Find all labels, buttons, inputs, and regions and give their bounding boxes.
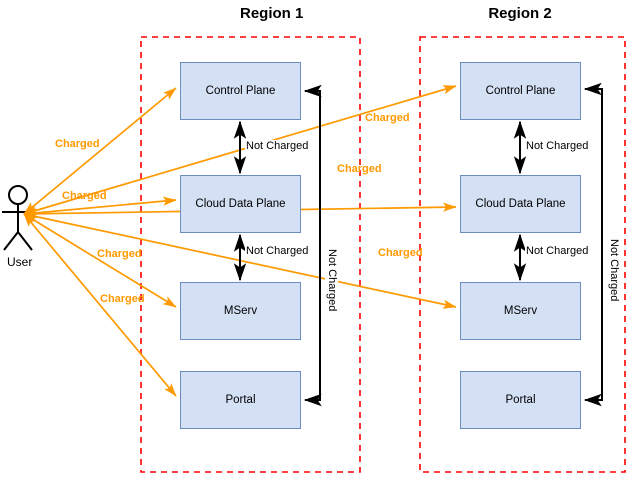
edge-r2-portal-control-plane [583,82,603,407]
node-label: Cloud Data Plane [475,198,566,210]
edge-label-charged-user-r1-control-plane: Charged [55,138,100,150]
node-label: MServ [223,305,258,317]
node-r2-control-plane[interactable]: Control Plane [460,62,581,120]
node-label: Portal [225,394,256,406]
region-title-1: Region 1 [240,5,304,22]
user-actor-label: User [7,255,33,269]
edge-label-charged-user-r2-cloud-data-plane: Charged [337,163,382,175]
node-r1-mserv[interactable]: MServ [180,282,301,340]
node-r2-mserv[interactable]: MServ [460,282,581,340]
not-charged-edges-group [233,82,603,407]
edge-label-not-charged-r2-cloud-data-plane-mserv: Not Charged [525,245,590,258]
node-r2-portal[interactable]: Portal [460,371,581,429]
node-label: Control Plane [205,85,276,97]
node-label: Cloud Data Plane [195,198,286,210]
edge-r1-portal-control-plane [303,84,322,407]
node-label: Portal [505,394,536,406]
edge-label-charged-user-r2-mserv: Charged [378,247,423,259]
node-r1-control-plane[interactable]: Control Plane [180,62,301,120]
edge-label-charged-user-r2-control-plane: Charged [365,112,410,124]
edge-label-not-charged-r1-control-plane-cloud-data-plane: Not Charged [245,140,310,153]
node-label: MServ [503,305,538,317]
edge-label-charged-user-r1-mserv: Charged [97,248,142,260]
node-label: Control Plane [485,85,556,97]
edge-label-charged-user-r1-portal: Charged [100,293,145,305]
region-title-2: Region 2 [488,5,552,22]
edge-label-charged-user-r1-cloud-data-plane: Charged [62,190,107,202]
region-boundary-2 [419,36,626,473]
edge-label-not-charged-r2-portal-control-plane: Not Charged [607,238,620,303]
node-r2-cloud-data-plane[interactable]: Cloud Data Plane [460,175,581,233]
edge-label-not-charged-r2-control-plane-cloud-data-plane: Not Charged [525,140,590,153]
node-r1-portal[interactable]: Portal [180,371,301,429]
node-r1-cloud-data-plane[interactable]: Cloud Data Plane [180,175,301,233]
edge-label-not-charged-r1-cloud-data-plane-mserv: Not Charged [245,245,310,258]
edge-label-not-charged-r1-portal-control-plane: Not Charged [325,248,338,313]
